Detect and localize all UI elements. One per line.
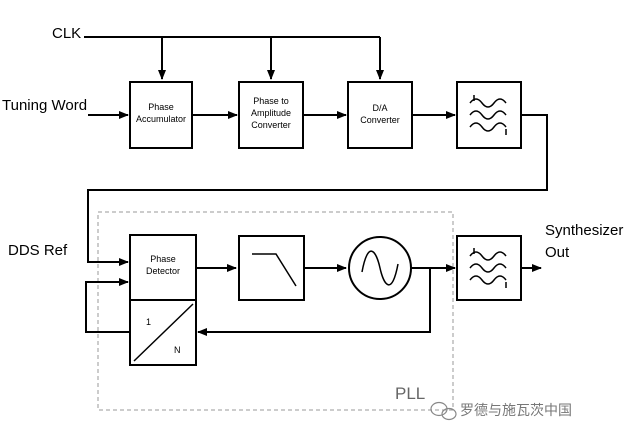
dds-ref-route xyxy=(87,114,548,266)
synth-out-label-1: Synthesizer xyxy=(545,222,623,239)
dds-ref-label: DDS Ref xyxy=(8,242,68,259)
pll-boundary xyxy=(97,211,454,411)
dac-line2: Converter xyxy=(360,115,400,125)
vco-sine-icon xyxy=(348,236,412,300)
pll-label: PLL xyxy=(395,384,425,403)
pd-line2: Detector xyxy=(146,266,180,276)
pac-line3: Converter xyxy=(251,120,291,130)
synth-out-label-2: Out xyxy=(545,244,570,261)
divider-numerator: 1 xyxy=(146,317,151,327)
dac-line1: D/A xyxy=(372,103,387,113)
divider-loop xyxy=(85,278,130,333)
clk-label: CLK xyxy=(52,25,81,42)
phase-accumulator-block: Phase Accumulator xyxy=(129,81,193,149)
filter-top-icon xyxy=(456,81,522,149)
pd-line1: Phase xyxy=(150,254,176,264)
lowpass-filter-icon xyxy=(238,235,305,301)
pac-line2: Amplitude xyxy=(251,108,291,118)
phase-detector-block: Phase Detector xyxy=(129,234,197,366)
phase-accumulator-line1: Phase xyxy=(148,102,174,112)
divider-denominator: N xyxy=(174,345,181,355)
vco-feedback-route xyxy=(197,268,431,336)
tuning-word-label: Tuning Word xyxy=(2,97,87,114)
phase-to-amplitude-block: Phase to Amplitude Converter xyxy=(238,81,304,149)
pac-line1: Phase to xyxy=(253,96,289,106)
phase-accumulator-line2: Accumulator xyxy=(136,114,186,124)
divider-block: 1 N xyxy=(133,303,194,362)
da-converter-block: D/A Converter xyxy=(347,81,413,149)
filter-bottom-icon xyxy=(456,235,522,301)
wechat-logo-icon xyxy=(430,401,457,421)
watermark-text: 罗德与施瓦茨中国 xyxy=(460,402,572,418)
clk-line xyxy=(84,36,384,80)
